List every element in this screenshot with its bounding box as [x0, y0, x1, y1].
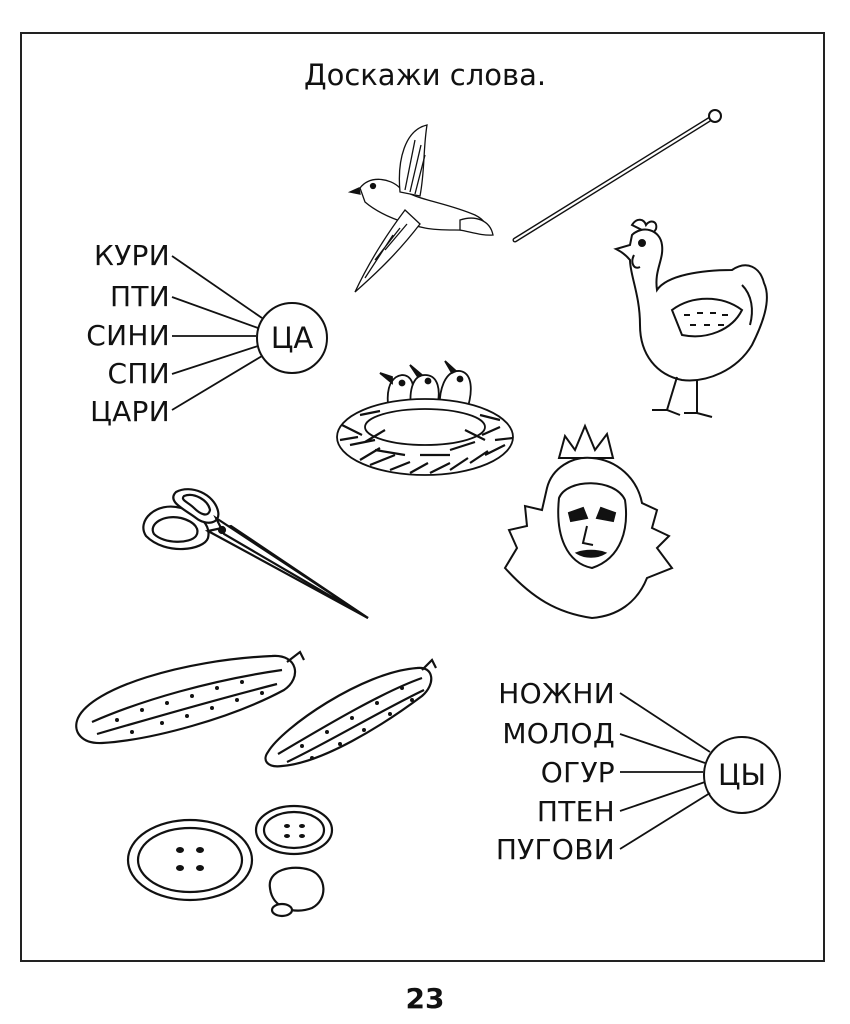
left-word-5: ЦАРИ [90, 395, 170, 428]
queen-icon [503, 423, 674, 620]
page-frame [20, 32, 825, 962]
buttons-icon [126, 804, 334, 918]
left-word-4: СПИ [107, 357, 170, 390]
right-ending-bubble: ЦЫ [703, 736, 781, 814]
nest-with-chicks-icon [336, 360, 514, 476]
knitting-needle-icon [512, 109, 722, 243]
scissors-icon [142, 488, 369, 619]
left-ending-bubble: ЦА [256, 302, 328, 374]
hen-icon [613, 218, 768, 418]
page-number: 23 [405, 982, 445, 1015]
left-word-3: СИНИ [86, 319, 170, 352]
page-title: Доскажи слова. [303, 58, 547, 92]
right-word-1: НОЖНИ [498, 677, 615, 710]
cucumbers-icon [75, 650, 437, 768]
right-word-4: ПТЕН [536, 795, 615, 828]
right-word-2: МОЛОД [502, 717, 615, 750]
left-word-2: ПТИ [109, 280, 170, 313]
left-word-1: КУРИ [94, 239, 170, 272]
bird-icon [347, 124, 494, 293]
right-word-5: ПУГОВИ [495, 833, 615, 866]
right-word-3: ОГУР [540, 756, 615, 789]
